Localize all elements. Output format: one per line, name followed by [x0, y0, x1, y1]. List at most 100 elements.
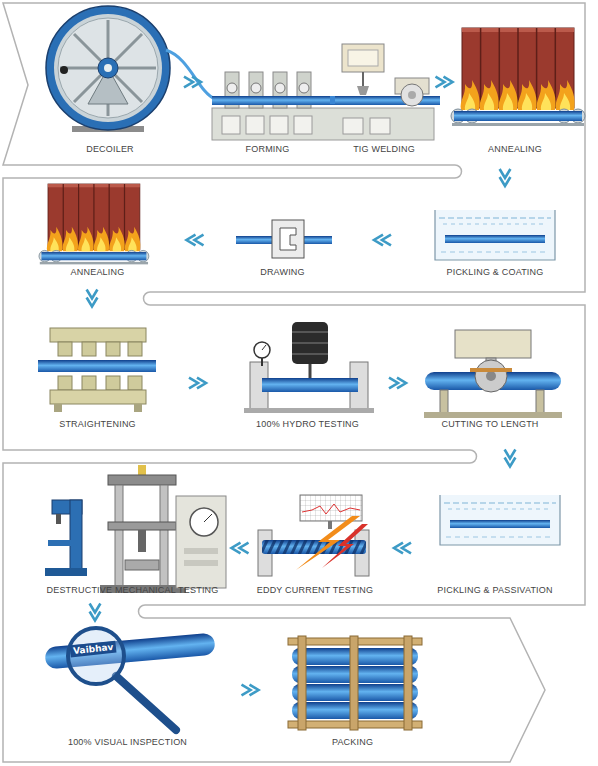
mechanical-test-illustration-part	[108, 522, 176, 530]
drawing-illustration	[236, 220, 332, 258]
eddy-current-illustration-part	[296, 516, 360, 570]
visual-inspection-illustration-part	[68, 628, 124, 684]
arrow-chevron	[505, 458, 516, 467]
tank-illustration	[440, 495, 560, 545]
process-step: FORMING	[205, 30, 330, 155]
straightening-illustration	[38, 328, 156, 412]
arrow-chevron	[402, 543, 411, 554]
mechanical-test-illustration-part	[125, 560, 159, 570]
arrow-track	[180, 82, 205, 83]
arrow-track	[220, 690, 280, 691]
arrow-chevron	[197, 378, 206, 389]
tig-welding-illustration	[342, 44, 429, 134]
step-label: STRAIGHTENING	[59, 419, 136, 430]
process-step: 100% VISUAL INSPECTION	[35, 628, 220, 748]
arrow-chevron	[189, 378, 198, 389]
flow-arrow	[380, 543, 425, 554]
step-label: 100% VISUAL INSPECTION	[68, 737, 187, 748]
arrow-chevron	[195, 235, 204, 246]
forming-illustration-part	[299, 83, 309, 93]
decoiler-illustration-part	[166, 50, 215, 99]
hydro-test-illustration-part	[309, 364, 312, 380]
tank-illustration	[435, 210, 555, 260]
straightening-illustration-part	[82, 376, 96, 390]
straightening-illustration-part	[128, 376, 142, 390]
furnace-illustration-part	[451, 28, 585, 126]
flow-frame	[3, 3, 585, 762]
process-step: TIG WELDING	[335, 30, 433, 155]
flow-arrow	[433, 77, 455, 88]
tig-welding-illustration-part	[401, 84, 423, 106]
process-step: EDDY CURRENT TESTING	[250, 486, 380, 596]
process-step: PICKLING & PASSIVATION	[425, 486, 565, 596]
mechanical-test-illustration-part	[108, 475, 176, 485]
mechanical-test-illustration-part	[176, 496, 226, 588]
arrow-chevron	[394, 543, 403, 554]
process-step: STRAIGHTENING	[35, 318, 160, 430]
step-label: ANNEALING	[488, 144, 542, 155]
arrow-chevron	[240, 543, 249, 554]
hydro-test-illustration-part	[254, 342, 270, 358]
arrow-track	[380, 383, 415, 384]
process-step: ANNEALING	[455, 25, 575, 155]
step-label: FORMING	[246, 144, 290, 155]
eddy-current-illustration-part	[262, 540, 366, 554]
step-label: DECOILER	[86, 144, 134, 155]
arrow-track	[92, 278, 93, 318]
decoiler-illustration-part	[98, 58, 118, 78]
straightening-illustration-part	[50, 328, 146, 342]
forming-illustration-part	[294, 116, 312, 134]
arrow-chevron	[397, 378, 406, 389]
flow-arrow	[90, 596, 101, 628]
flow-arrow	[87, 278, 98, 318]
step-label: DRAWING	[260, 267, 305, 278]
mechanical-test-illustration-part	[70, 500, 82, 570]
mechanical-test-illustration-part	[160, 485, 168, 587]
furnace-illustration	[451, 28, 585, 126]
arrow-track	[160, 240, 230, 241]
decoiler-illustration-part	[54, 14, 162, 122]
straightening-illustration-part	[106, 376, 120, 390]
arrow-chevron	[382, 235, 391, 246]
mechanical-test-illustration-part	[45, 568, 87, 576]
arrow-chevron	[250, 685, 259, 696]
mechanical-test-illustration-part	[115, 485, 123, 587]
decoiler-illustration	[46, 6, 215, 132]
flow-arrow	[160, 378, 235, 389]
hydro-test-illustration-part	[292, 322, 328, 364]
process-step: PICKLING & COATING	[430, 200, 560, 278]
hydro-test-illustration-part	[261, 358, 263, 366]
arrow-track	[335, 240, 430, 241]
flow-arrow	[330, 100, 335, 101]
flow-arrow	[180, 77, 205, 88]
mechanical-test-illustration-part	[138, 530, 146, 552]
mechanical-test-illustration-part	[56, 514, 61, 524]
straightening-illustration-part	[134, 404, 142, 412]
visual-inspection-illustration	[44, 628, 215, 730]
step-label: 100% HYDRO TESTING	[256, 419, 359, 430]
tig-welding-illustration-part	[343, 118, 363, 134]
cutting-illustration	[424, 330, 562, 418]
eddy-current-illustration-part	[262, 540, 366, 554]
arrow-chevron	[90, 612, 101, 621]
arrow-chevron	[87, 290, 98, 299]
step-label: PICKLING & PASSIVATION	[437, 585, 552, 596]
forming-illustration-part	[246, 116, 264, 134]
step-label: EDDY CURRENT TESTING	[257, 585, 374, 596]
step-label: DESTRUCTIVE MECHANICAL TESTING	[46, 585, 218, 596]
straightening-illustration-part	[50, 390, 146, 404]
eddy-current-illustration-part	[302, 504, 360, 514]
visual-inspection-illustration-part	[116, 676, 176, 730]
step-label: PICKLING & COATING	[447, 267, 544, 278]
tig-welding-illustration-part	[348, 50, 378, 66]
flow-arrow	[160, 235, 230, 246]
hydro-test-illustration	[244, 322, 374, 413]
arrow-chevron	[444, 77, 453, 88]
process-step: DESTRUCTIVE MECHANICAL TESTING	[35, 468, 230, 596]
mechanical-test-illustration	[45, 465, 226, 593]
arrow-track	[230, 548, 250, 549]
furnace-illustration-part	[39, 184, 149, 264]
arrow-track	[505, 155, 506, 200]
straightening-illustration-part	[106, 342, 120, 356]
